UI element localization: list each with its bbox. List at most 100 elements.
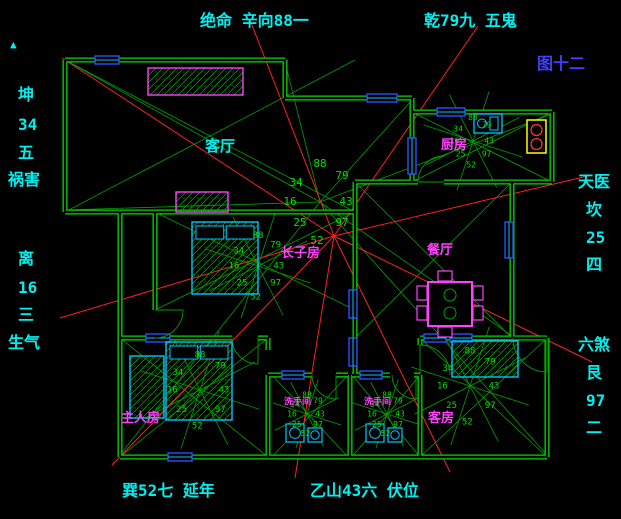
furniture-hatch-icon [175, 191, 229, 213]
compass-number: 43 [273, 262, 284, 272]
sector-line [319, 113, 553, 203]
perimeter-label-16: 16 [18, 278, 37, 297]
room-label-guest: 客房 [428, 410, 454, 426]
compass-line [272, 402, 308, 415]
chair-icon [416, 285, 428, 301]
compass-number: 43 [484, 137, 494, 146]
compass-number: 79 [393, 397, 403, 406]
compass-number: 88 [195, 351, 206, 361]
compass-number: 16 [437, 382, 448, 392]
figure-number-tag: 图十二 [537, 54, 586, 73]
chair-icon [472, 285, 484, 301]
compass-number: 34 [172, 368, 183, 378]
compass-line [386, 413, 422, 426]
compass-line [426, 140, 474, 165]
compass-number: 34 [289, 176, 303, 189]
washer-drum-icon [289, 427, 301, 439]
perimeter-label-kan: 坎 [586, 200, 602, 219]
red-sector-line [249, 19, 335, 237]
door-arc [417, 155, 445, 183]
red-sector-line [61, 57, 335, 237]
perimeter-label-huohai: 祸害 [8, 170, 40, 189]
perimeter-label-tianyi: 天医 [578, 172, 610, 191]
compass-number: 97 [393, 420, 403, 429]
compass-number: 43 [488, 382, 499, 392]
perimeter-label-wu: 五 [18, 143, 34, 162]
pillow-icon [169, 345, 199, 360]
room-label-master: 主人房 [121, 410, 160, 426]
burner-icon [530, 123, 543, 137]
compass-number: 88 [313, 157, 326, 170]
perimeter-label-si: 四 [586, 255, 602, 274]
perimeter-label-97: 97 [586, 391, 605, 410]
compass-line [354, 413, 388, 431]
door-arc [391, 374, 417, 400]
compass-line [472, 140, 523, 158]
perimeter-label-li: 离 [18, 249, 34, 268]
compass-number: 52 [466, 161, 476, 170]
sector-line [284, 61, 321, 203]
compass-line [386, 397, 420, 415]
perimeter-label-xun-yannian: 巽52七 延年 [122, 481, 215, 500]
compass-number: 79 [215, 362, 226, 372]
compass-number: 88 [253, 231, 264, 241]
sector-line [319, 99, 413, 203]
compass-line [257, 213, 276, 267]
sink-basin-icon [477, 118, 487, 129]
north-marker: ▲ [10, 38, 17, 51]
compass-number: 97 [313, 420, 323, 429]
room-diagonal [419, 337, 548, 458]
room-label-kitchen: 厨房 [441, 137, 467, 153]
plate-icon [443, 288, 457, 302]
compass-number: 88 [302, 391, 312, 400]
room-label-dining: 餐厅 [426, 242, 453, 258]
chair-icon [437, 326, 453, 338]
compass-number: 52 [462, 417, 473, 427]
perimeter-label-shengqi: 生气 [8, 333, 40, 352]
compass-line [423, 124, 474, 142]
perimeter-label-25: 25 [586, 228, 605, 247]
compass-line [306, 413, 342, 426]
compass-number: 88 [382, 391, 392, 400]
sector-line [64, 59, 321, 203]
compass-line [306, 379, 319, 415]
compass-line [386, 379, 399, 415]
compass-line [449, 94, 474, 142]
plate-icon [443, 306, 457, 320]
compass-number: 52 [310, 234, 323, 247]
compass-number: 25 [292, 420, 302, 429]
compass-number: 52 [250, 293, 261, 303]
compass-line [257, 240, 308, 267]
burner-icon [530, 137, 543, 151]
compass-number: 16 [229, 262, 240, 272]
room-diagonal [271, 374, 349, 458]
compass-number: 34 [370, 400, 380, 409]
compass-number: 97 [335, 216, 348, 229]
washer-icon [307, 427, 323, 443]
compass-line [306, 397, 340, 415]
compass-number: 43 [315, 410, 325, 419]
compass-number: 97 [485, 401, 496, 411]
compass-number: 52 [381, 429, 391, 438]
compass-number: 34 [453, 125, 463, 134]
chair-icon [437, 270, 453, 282]
perimeter-label-kun: 坤 [18, 85, 34, 104]
chair-icon [416, 305, 428, 321]
washer-drum-icon [390, 430, 400, 440]
compass-number: 79 [335, 169, 348, 182]
compass-number: 88 [465, 347, 476, 357]
perimeter-label-yishan-fuwei: 乙山43六 伏位 [310, 481, 419, 500]
perimeter-label-qian-wugui: 乾79九 五鬼 [424, 11, 517, 30]
compass-line [274, 413, 308, 431]
perimeter-label-san: 三 [18, 305, 34, 324]
compass-line [469, 385, 499, 442]
compass-number: 79 [270, 241, 281, 251]
pillow-icon [195, 225, 225, 240]
compass-number: 25 [446, 401, 457, 411]
door-arc [231, 337, 259, 365]
perimeter-label-jueming-xinxiang: 绝命 辛向88一 [200, 11, 309, 30]
room-diagonal [64, 59, 356, 213]
compass-line [370, 381, 388, 415]
